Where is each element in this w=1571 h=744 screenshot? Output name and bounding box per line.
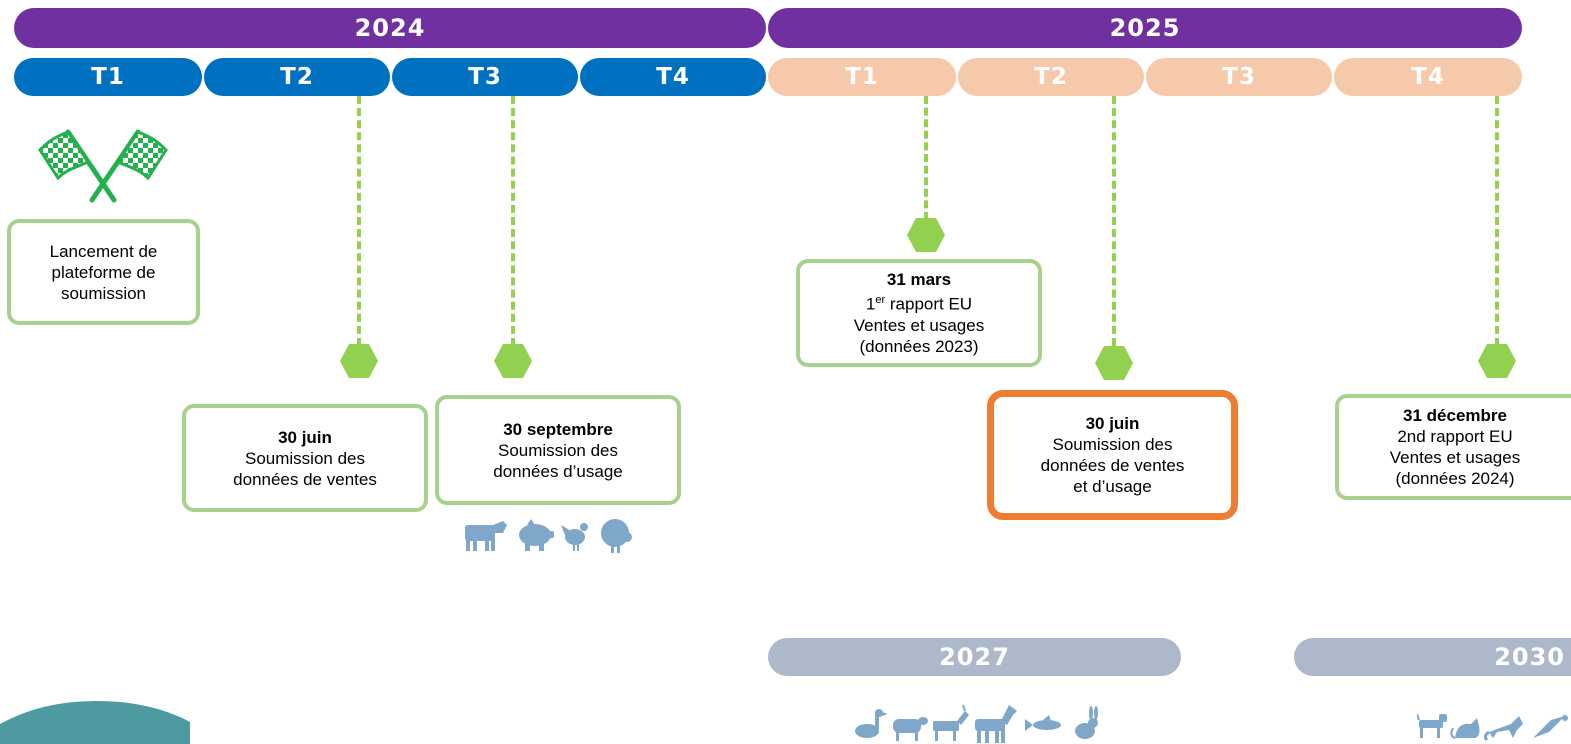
report-label: rapport EU: [885, 294, 973, 314]
milestone-text: données de ventes: [1040, 456, 1185, 475]
quarter-2025-t3: T3: [1146, 58, 1332, 96]
animal-icons-2027: [855, 704, 1098, 743]
milestone-text: Ventes et usages: [853, 315, 985, 335]
quarter-2025-t4: T4: [1334, 58, 1522, 96]
milestone-text: et d’usage: [1073, 477, 1152, 496]
connector-june-2025: [1112, 96, 1116, 346]
year-bar-2025: 2025: [768, 8, 1522, 48]
year-label: 2027: [939, 643, 1010, 671]
quarter-label: T3: [1222, 64, 1256, 90]
milestone-june-2024-box: 30 juin Soumission des données de ventes: [182, 404, 428, 512]
animal-icons-2024: [465, 519, 632, 553]
milestone-hexagon-icon: [1478, 344, 1516, 378]
quarter-2024-t1: T1: [14, 58, 202, 96]
quarter-2024-t4: T4: [580, 58, 766, 96]
animal-icons-2030: [1417, 713, 1568, 742]
cow-icon: [465, 521, 507, 551]
turkey-icon: [601, 519, 632, 553]
quarter-label: T1: [91, 64, 125, 90]
ordinal-suffix: er: [875, 294, 886, 307]
fox-icon: [1483, 716, 1523, 742]
duck-icon: [855, 709, 888, 738]
milestone-dec-2025-box: 31 décembre 2nd rapport EU Ventes et usa…: [1335, 394, 1571, 500]
fish-icon: [1025, 715, 1061, 731]
rabbit-icon: [1075, 706, 1098, 739]
milestone-march-2025-box: 31 mars 1er rapport EU Ventes et usages …: [796, 259, 1042, 367]
connector-dec-2025: [1495, 96, 1499, 346]
milestone-hexagon-icon: [494, 344, 532, 378]
milestone-text: Soumission des: [244, 448, 365, 468]
connector-sept-2024: [511, 96, 515, 346]
milestone-date: 30 juin: [1085, 414, 1140, 433]
pig-icon: [519, 519, 554, 551]
milestone-date: 30 juin: [278, 427, 332, 447]
quarter-label: T4: [1411, 64, 1445, 90]
milestone-date: 30 septembre: [503, 419, 613, 439]
year-label: 2024: [354, 14, 426, 42]
quarter-label: T1: [845, 64, 879, 90]
quarter-2024-t3: T3: [392, 58, 578, 96]
cat-icon: [1450, 718, 1480, 739]
milestone-date: 31 mars: [886, 270, 952, 290]
milestone-text: (données 2024): [1395, 469, 1515, 488]
ordinal-number: 1: [865, 294, 876, 314]
sheep-icon: [893, 717, 928, 741]
connector-march-2025: [924, 96, 928, 220]
quarter-2025-t1: T1: [768, 58, 956, 96]
quarter-label: T3: [468, 64, 502, 90]
year-bar-2027: 2027: [768, 638, 1181, 676]
bird-icon: [1533, 715, 1568, 738]
decorative-wave-shape: [0, 700, 190, 744]
quarter-label: T2: [280, 64, 314, 90]
launch-line: plateforme de: [51, 262, 156, 282]
year-bar-2030: 2030: [1294, 638, 1571, 676]
launch-line: Lancement de: [49, 241, 158, 261]
year-bar-2024: 2024: [14, 8, 766, 48]
checkered-flags-icon: [38, 129, 168, 203]
milestone-text: données d’usage: [493, 461, 623, 481]
milestone-launch-box: Lancement de plateforme de soumission: [7, 219, 200, 325]
milestone-sept-2024-box: 30 septembre Soumission des données d’us…: [435, 395, 681, 505]
milestone-hexagon-icon: [907, 218, 945, 252]
connector-june-2024: [357, 96, 361, 346]
milestone-hexagon-icon: [1095, 346, 1133, 380]
milestone-text: données de ventes: [233, 469, 377, 489]
year-label: 2030: [1494, 643, 1565, 671]
quarter-2024-t2: T2: [204, 58, 390, 96]
milestone-report-line: 1er rapport EU: [800, 290, 1038, 315]
dog-icon: [1417, 713, 1447, 738]
quarter-label: T2: [1034, 64, 1068, 90]
milestone-text: 2nd rapport EU: [1397, 427, 1513, 446]
milestone-hexagon-icon: [340, 344, 378, 378]
milestone-text: Soumission des: [1052, 435, 1173, 454]
milestone-date: 31 décembre: [1403, 406, 1507, 425]
launch-line: soumission: [60, 283, 147, 303]
quarter-2025-t2: T2: [958, 58, 1144, 96]
milestone-june-2025-box: 30 juin Soumission des données de ventes…: [987, 390, 1238, 520]
milestone-text: (données 2023): [859, 336, 979, 356]
milestone-text: Ventes et usages: [1389, 448, 1521, 467]
chicken-icon: [561, 523, 588, 551]
year-label: 2025: [1109, 14, 1181, 42]
goat-icon: [933, 704, 969, 741]
milestone-text: Soumission des: [497, 440, 618, 460]
quarter-label: T4: [656, 64, 690, 90]
horse-icon: [975, 705, 1017, 743]
